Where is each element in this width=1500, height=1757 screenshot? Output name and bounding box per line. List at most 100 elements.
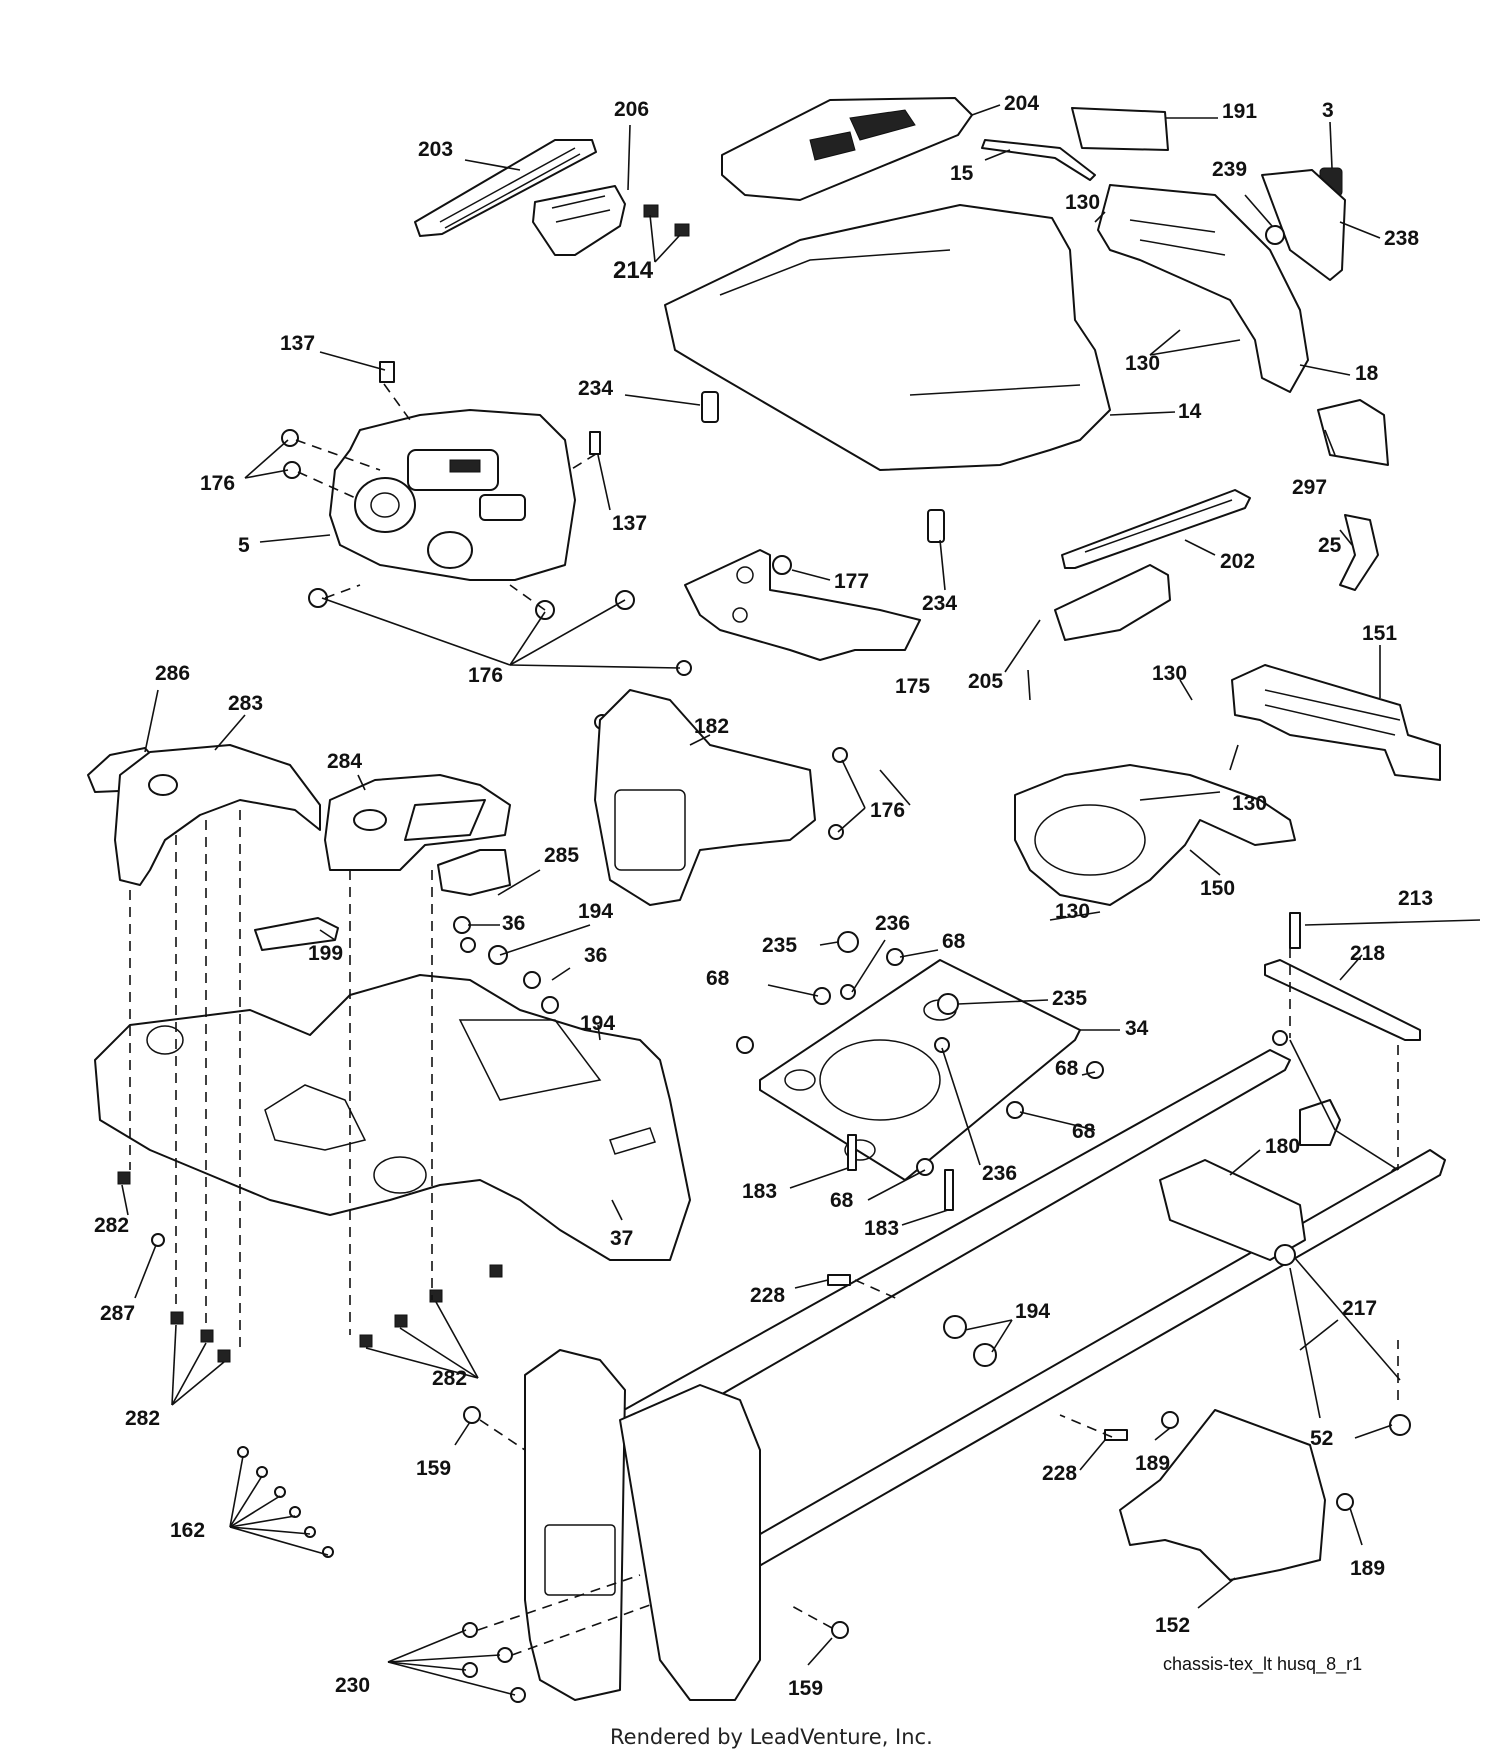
callout-230: 230: [335, 1674, 370, 1697]
callout-238: 238: [1384, 227, 1419, 250]
part-199-grille: [254, 917, 339, 951]
callout-36: 36: [502, 912, 525, 935]
callout-228: 228: [1042, 1462, 1077, 1485]
callout-68: 68: [1055, 1057, 1079, 1080]
part-236-spacer-a: [840, 984, 856, 1000]
callout-5: 5: [238, 534, 250, 557]
callout-162: 162: [170, 1519, 205, 1542]
part-159-bolt-a: [463, 1406, 481, 1424]
callout-228: 228: [750, 1284, 785, 1307]
diagram-filename: chassis-tex_lt husq_8_r1: [1163, 1654, 1362, 1675]
callout-235: 235: [762, 934, 797, 957]
callout-199: 199: [308, 942, 343, 965]
callout-18: 18: [1355, 362, 1379, 385]
callout-180: 180: [1265, 1135, 1300, 1158]
part-217-rod: [1287, 1249, 1401, 1381]
callout-130: 130: [1125, 352, 1160, 375]
callout-177: 177: [834, 570, 869, 593]
callout-236: 236: [875, 912, 910, 935]
callout-217: 217: [1342, 1297, 1377, 1320]
callout-203: 203: [418, 138, 453, 161]
callout-176: 176: [870, 799, 905, 822]
callout-130: 130: [1065, 191, 1100, 214]
assembly-dash-lines: [129, 383, 1399, 1656]
callout-151: 151: [1362, 622, 1397, 645]
callout-287: 287: [100, 1302, 135, 1325]
part-25-trim: [1339, 514, 1379, 591]
part-18-front-grille: [1097, 184, 1309, 393]
callout-159: 159: [416, 1457, 451, 1480]
callout-159: 159: [788, 1677, 823, 1700]
part-137-pin-b: [589, 431, 601, 455]
part-206-grille: [532, 185, 626, 256]
callout-3: 3: [1322, 99, 1334, 122]
part-152-cover: [1119, 1409, 1326, 1581]
callout-204: 204: [1004, 92, 1039, 115]
part-230-bolts: [462, 1622, 526, 1703]
part-228-bolt-a: [827, 1274, 851, 1286]
part-5-dash-panel: [329, 409, 576, 581]
part-191-cover: [1071, 107, 1169, 151]
leader-lines: [121, 104, 1481, 1696]
part-228-bolt-b: [1104, 1429, 1128, 1441]
callout-194: 194: [580, 1012, 615, 1035]
callout-130: 130: [1232, 792, 1267, 815]
callout-202: 202: [1220, 550, 1255, 573]
callout-285: 285: [544, 844, 579, 867]
callout-213: 213: [1398, 887, 1433, 910]
part-15-trim: [981, 139, 1096, 181]
callout-284: 284: [327, 750, 362, 773]
part-284-cover: [324, 774, 511, 871]
callout-14: 14: [1178, 400, 1202, 423]
callout-191: 191: [1222, 100, 1257, 123]
callout-218: 218: [1350, 942, 1385, 965]
part-180-bracket: [1159, 1159, 1306, 1261]
part-202-grille-strip: [1061, 489, 1251, 569]
part-214-clips: [643, 204, 690, 237]
part-37-fender: [94, 974, 691, 1261]
callout-297: 297: [1292, 476, 1327, 499]
part-282-clips: [117, 1171, 503, 1363]
part-235-spacer-b: [937, 993, 959, 1015]
part-175-bracket: [684, 549, 921, 661]
part-177-clip: [772, 555, 792, 575]
part-52-nut-a: [1274, 1244, 1296, 1266]
callout-68: 68: [830, 1189, 854, 1212]
part-150-blower-housing: [1014, 764, 1296, 906]
callout-182: 182: [694, 715, 729, 738]
part-182-lower-panel: [594, 689, 816, 906]
callout-150: 150: [1200, 877, 1235, 900]
callout-137: 137: [280, 332, 315, 355]
part-238-nose-cover: [1261, 169, 1346, 281]
part-159-bolt-b: [831, 1621, 849, 1639]
callout-235: 235: [1052, 987, 1087, 1010]
callout-194: 194: [1015, 1300, 1050, 1323]
callout-183: 183: [742, 1180, 777, 1203]
callout-37: 37: [610, 1227, 633, 1250]
part-285-bezel: [437, 849, 511, 896]
callout-214: 214: [613, 257, 654, 284]
part-234-clip-b: [927, 509, 945, 543]
callout-286: 286: [155, 662, 190, 685]
part-234-clip-a: [701, 391, 719, 423]
callout-205: 205: [968, 670, 1003, 693]
part-52-nut-b: [1389, 1414, 1411, 1436]
callout-194: 194: [578, 900, 613, 923]
part-36-fasteners: [453, 916, 559, 1014]
part-34-engine-plate: [759, 959, 1081, 1181]
part-204-vent: [721, 97, 973, 201]
callout-282: 282: [94, 1214, 129, 1237]
callout-189: 189: [1135, 1452, 1170, 1475]
callout-236: 236: [982, 1162, 1017, 1185]
part-189-bolt-b: [1336, 1493, 1354, 1511]
callout-234: 234: [578, 377, 613, 400]
callout-283: 283: [228, 692, 263, 715]
callout-labels: 203 206 204 191 3 15 239 130 238 214 130…: [94, 92, 1433, 1700]
part-203-grille-strip: [414, 139, 597, 237]
callout-175: 175: [895, 675, 930, 698]
part-151-bracket: [1231, 664, 1441, 781]
part-183-bolt-b: [944, 1169, 954, 1211]
part-189-bolt-a: [1161, 1411, 1179, 1429]
callout-68: 68: [1072, 1120, 1096, 1143]
